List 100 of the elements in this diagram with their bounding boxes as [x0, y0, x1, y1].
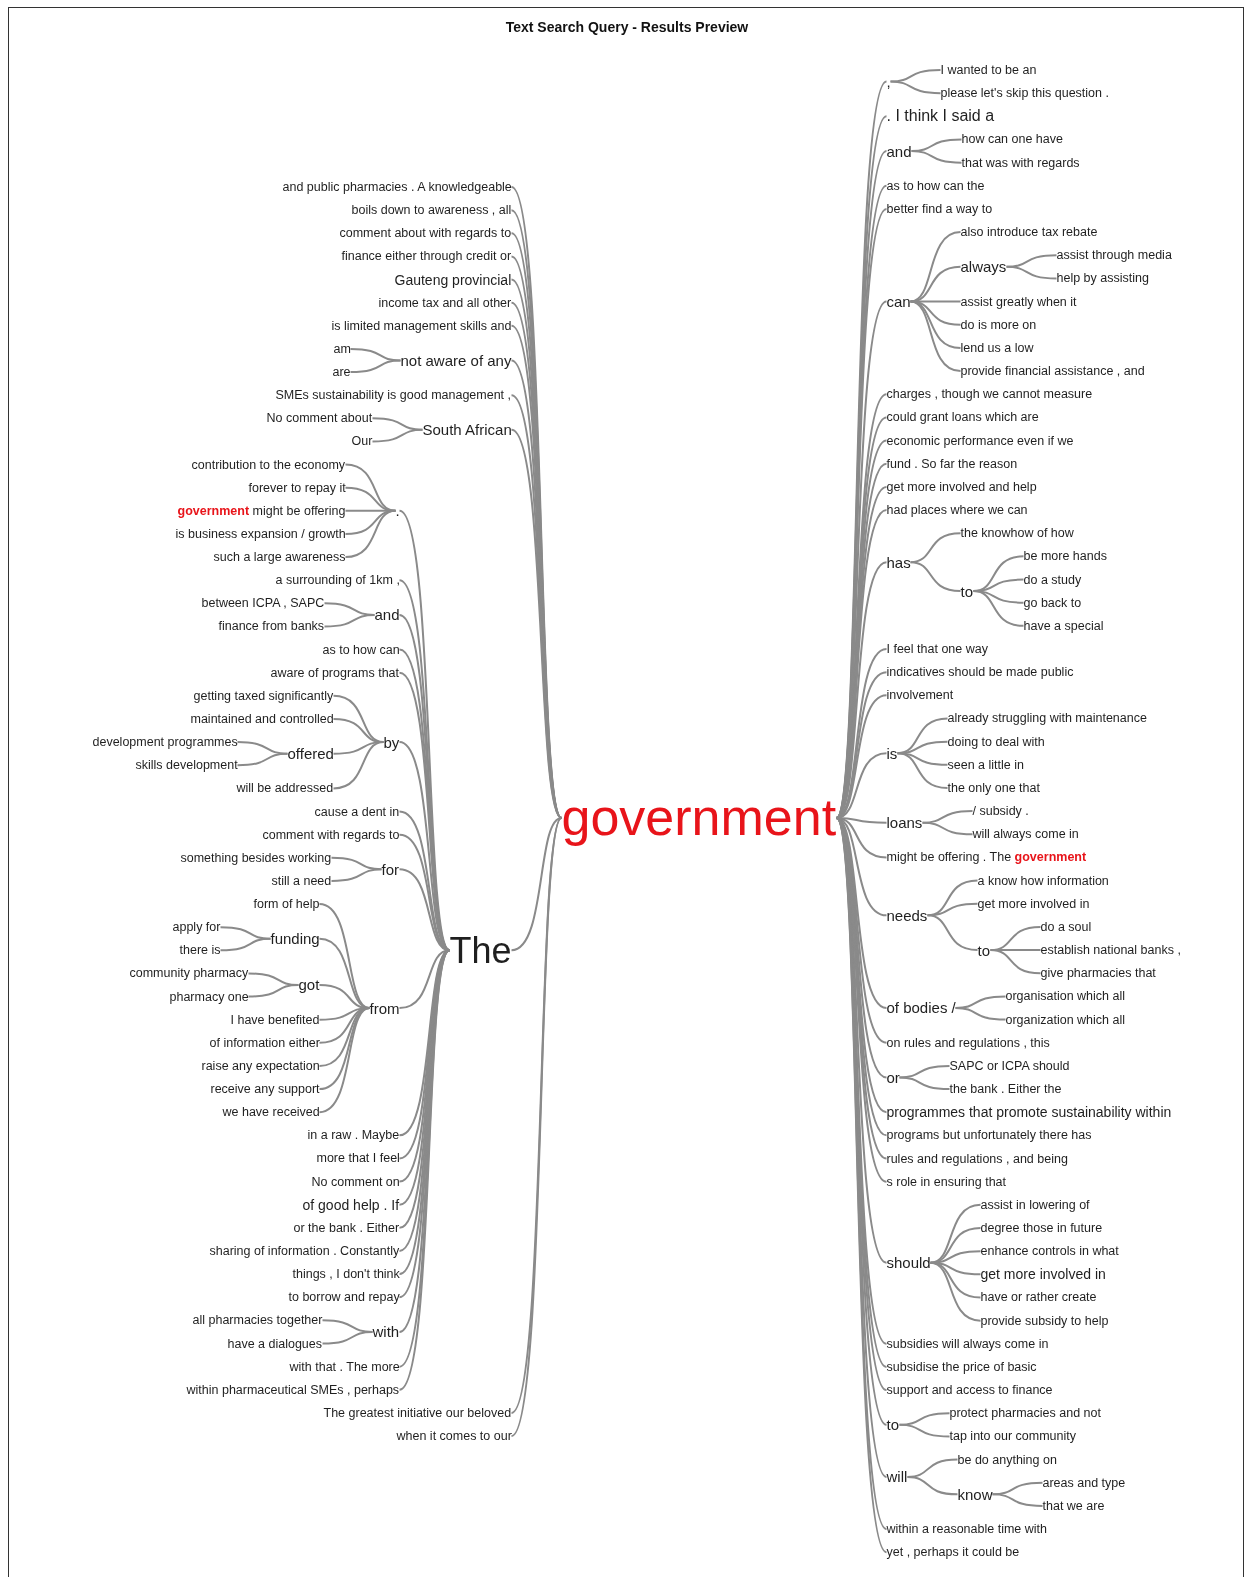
branch-word: got: [298, 976, 320, 994]
phrase-text: get more involved in: [977, 896, 1090, 912]
phrase-text: contribution to the economy: [191, 457, 346, 472]
phrase-text: am: [333, 341, 351, 357]
branch-line: [921, 821, 974, 836]
phrase-text: indicatives should be made public: [886, 665, 1074, 680]
phrase-text: had places where we can: [886, 503, 1028, 518]
phrase-text: apply for: [172, 920, 221, 935]
phrase-text: go back to: [1023, 595, 1082, 611]
branch-line: [323, 613, 376, 628]
branch-line: [219, 937, 272, 952]
branch-line: [898, 1423, 951, 1438]
branch-word: not aware of any: [400, 351, 512, 370]
phrase-text: I feel that one way: [886, 642, 988, 657]
phrase-text: or the bank . Either: [293, 1220, 400, 1236]
phrase-text: things , I don't think: [292, 1267, 400, 1282]
branch-line: [989, 949, 1042, 975]
branch-word: for: [381, 860, 399, 879]
phrase-text: the only one that: [947, 780, 1040, 796]
phrase-text: No comment on: [311, 1174, 400, 1189]
phrase-text: areas and type: [1042, 1475, 1126, 1491]
branch-word: know: [957, 1485, 993, 1504]
phrase-text: comment with regards to: [262, 827, 400, 842]
branch-word: funding: [270, 930, 320, 948]
phrase-text: still a need: [271, 873, 332, 889]
phrase-text: with that . The more: [289, 1359, 400, 1374]
phrase-text: the knowhow of how: [960, 526, 1074, 541]
phrase-text: is limited management skills and: [331, 318, 512, 334]
branch-line: [929, 1203, 982, 1264]
branch-line: [898, 1064, 951, 1079]
branch-word: will: [886, 1468, 908, 1486]
phrase-text: raise any expectation: [201, 1058, 320, 1074]
phrase-text: yet , perhaps it could be: [886, 1545, 1020, 1560]
phrase-text: could grant loans which are: [886, 410, 1039, 425]
branch-word: offered: [287, 745, 334, 763]
phrase-text: aware of programs that: [270, 665, 400, 681]
phrase-text: assist greatly when it: [960, 294, 1077, 309]
phrase-text: such a large awareness: [213, 550, 346, 565]
phrase-text: getting taxed significantly: [193, 688, 334, 704]
branch-line: [909, 561, 962, 593]
branch-word: and: [886, 142, 912, 160]
phrase-text: SMEs sustainability is good management ,: [275, 388, 512, 403]
phrase-text: already struggling with maintenance: [947, 711, 1147, 726]
phrase-text: do is more on: [960, 317, 1037, 333]
branch-line: [330, 868, 383, 882]
phrase-text: No comment about: [266, 411, 373, 426]
phrase-text: within a reasonable time with: [886, 1522, 1047, 1537]
branch-line: [909, 300, 962, 373]
phrase-text: provide financial assistance , and: [960, 364, 1145, 379]
phrase-text: Our: [351, 434, 373, 449]
phrase-text: will always come in: [972, 827, 1079, 842]
branch-word: from: [369, 999, 400, 1017]
phrase-text: are: [332, 365, 351, 380]
phrase-text: subsidise the price of basic: [886, 1359, 1037, 1375]
phrase-text: we have received: [222, 1105, 320, 1120]
branch-word: ,: [886, 73, 891, 91]
phrase-text: assist in lowering of: [980, 1197, 1090, 1213]
phrase-text: / subsidy .: [972, 804, 1029, 819]
phrase-text: to borrow and repay: [288, 1290, 400, 1305]
phrase-text: give pharmacies that: [1040, 966, 1156, 981]
phrase-text: have a special: [1023, 618, 1104, 634]
phrase-text: . I think I said a: [886, 107, 995, 126]
branch-line: [929, 1261, 982, 1322]
phrase-text: boils down to awareness , all: [351, 203, 512, 218]
branch-line: [954, 1007, 1007, 1021]
branch-word: The: [449, 929, 512, 972]
branch-line: [332, 741, 385, 790]
phrase-text: do a study: [1023, 572, 1082, 587]
phrase-text: please let's skip this question .: [940, 86, 1109, 101]
phrase-text: SAPC or ICPA should: [949, 1058, 1070, 1074]
phrase-text: as to how can the: [886, 178, 985, 194]
phrase-text: I have benefited: [230, 1012, 320, 1028]
branch-word: can: [886, 293, 911, 311]
phrase-text: provide subsidy to help: [980, 1313, 1109, 1328]
phrase-text: between ICPA , SAPC: [201, 596, 325, 611]
phrase-text: something besides working: [180, 850, 332, 866]
phrase-text: tap into our community: [949, 1429, 1076, 1444]
phrase-text: development programmes: [92, 735, 238, 750]
phrase-text: and public pharmacies . A knowledgeable: [282, 180, 512, 195]
phrase-text: all pharmacies together: [192, 1313, 323, 1328]
phrase-text: income tax and all other: [378, 295, 512, 310]
branch-word: or: [886, 1068, 900, 1087]
branch-word: to: [960, 582, 973, 600]
phrase-text: that we are: [1042, 1498, 1105, 1514]
phrase-text: programmes that promote sustainability within: [886, 1104, 1172, 1121]
phrase-text: of good help . If: [302, 1196, 400, 1213]
title: Text Search Query - Results Preview: [505, 19, 749, 35]
branch-word: should: [886, 1254, 931, 1272]
branch-word: .: [395, 502, 400, 520]
phrase-text: have a dialogues: [227, 1336, 323, 1351]
phrase-text: on rules and regulations , this: [886, 1035, 1050, 1051]
phrase-text: economic performance even if we: [886, 433, 1074, 448]
branch-line: [906, 1475, 959, 1496]
phrase-text: protect pharmacies and not: [949, 1406, 1101, 1421]
branch-line: [926, 914, 979, 952]
branch-line: [909, 265, 962, 303]
phrase-text: charges , though we cannot measure: [886, 387, 1093, 402]
phrase-text: might be offering . The government: [886, 850, 1087, 865]
phrase-text: doing to deal with: [947, 734, 1045, 749]
phrase-text: organization which all: [1005, 1012, 1125, 1027]
